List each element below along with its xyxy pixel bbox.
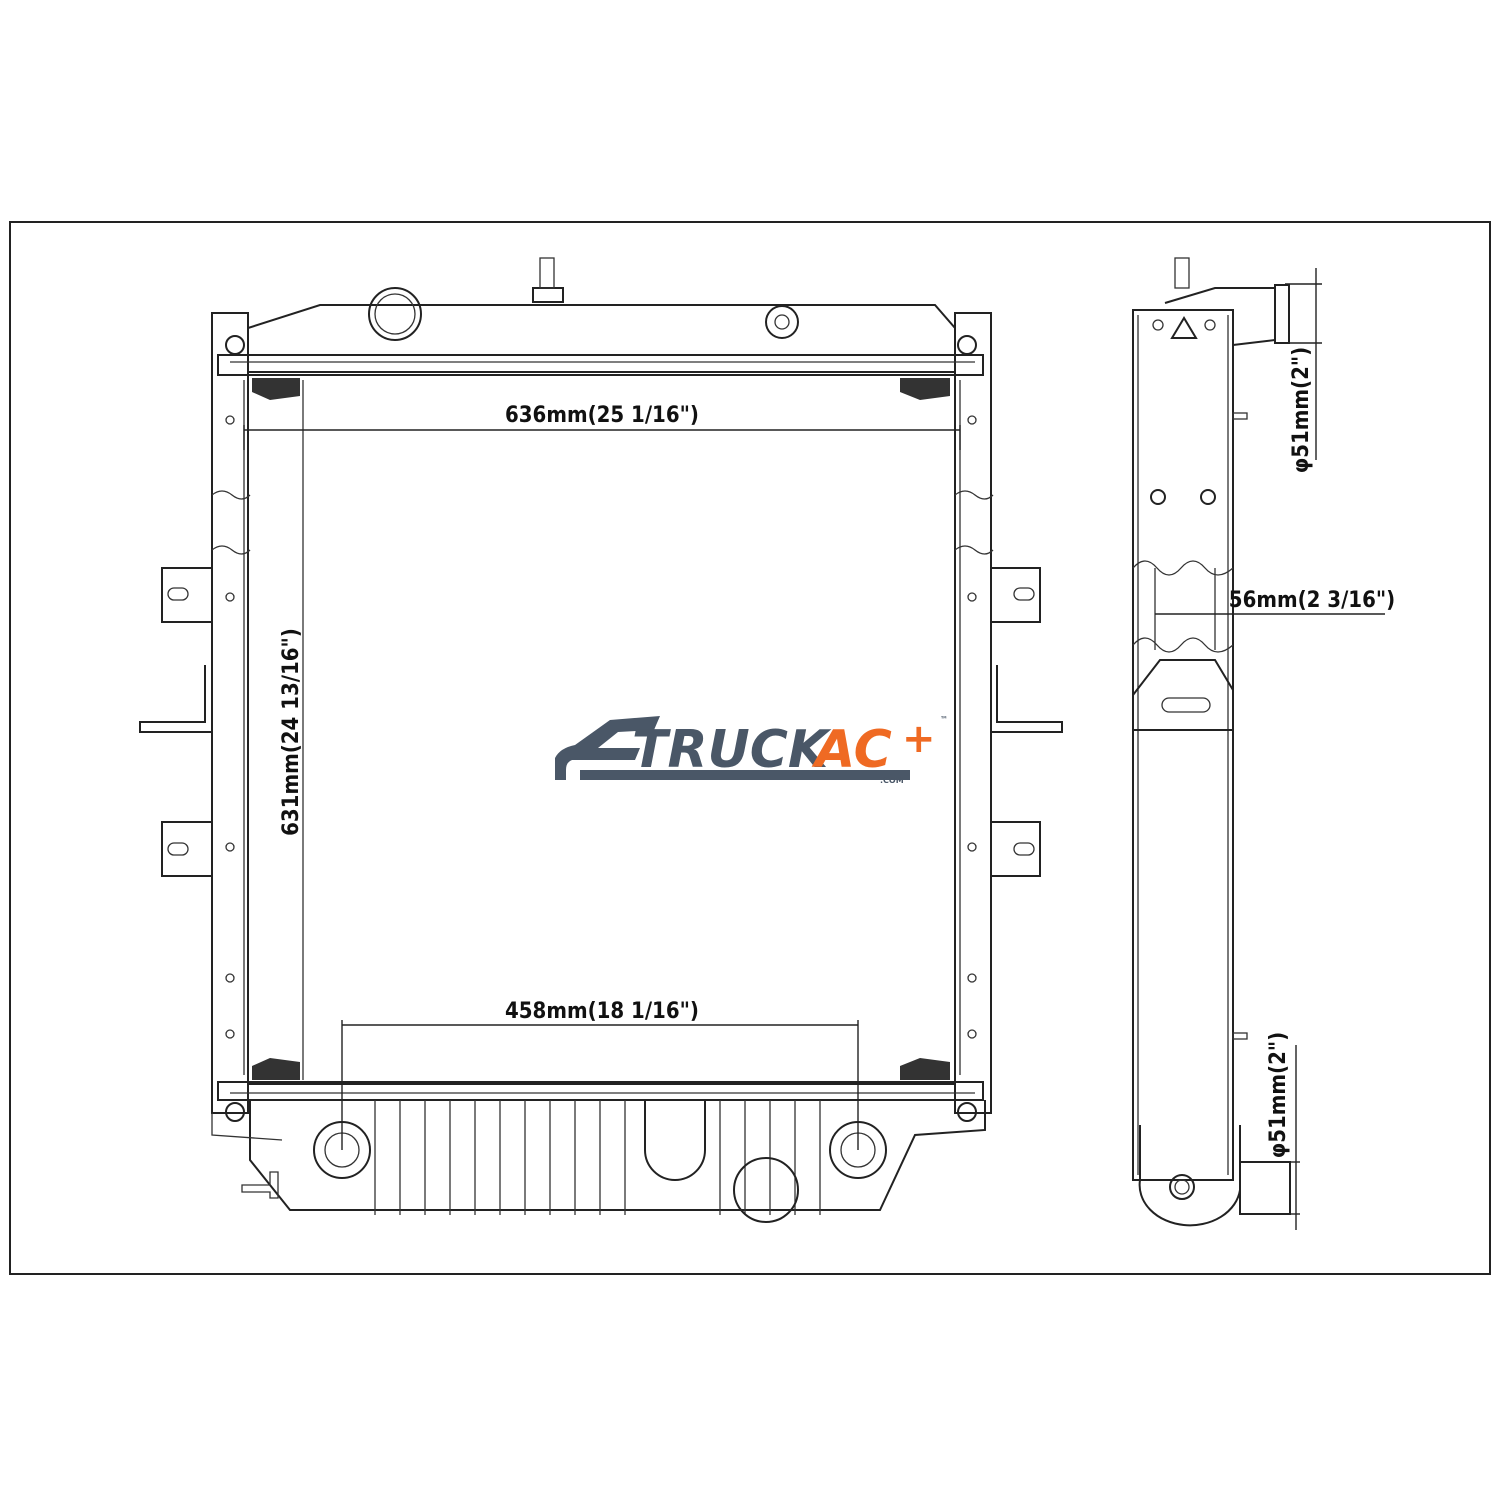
outlet-spacing-label: 458mm(18 1/16") (505, 999, 699, 1024)
logo-plus: + (902, 716, 936, 762)
filler-neck (368, 287, 422, 341)
dimension-core-height: 631mm(24 13/16") (279, 628, 304, 836)
logo-word-truck: TRUCK (632, 720, 832, 780)
front-view (139, 257, 1063, 1223)
dimension-core-width: 636mm(25 1/16") (243, 403, 961, 450)
side-view (1132, 257, 1291, 1227)
bottom-tank-ribs (374, 1100, 821, 1215)
logo-com: .COM (880, 776, 904, 785)
core-height-label: 631mm(24 13/16") (279, 628, 304, 836)
dimension-inlet-diameter: φ51mm(2") (1285, 268, 1322, 473)
logo-word-ac: AC (811, 720, 892, 780)
dimension-outlet-diameter: φ51mm(2") (1266, 1032, 1300, 1230)
truck-ac-logo: TRUCK AC + ™ .COM (555, 715, 948, 785)
dimension-outlet-spacing: 458mm(18 1/16") (341, 999, 859, 1150)
outlet-diameter-label: φ51mm(2") (1266, 1032, 1291, 1158)
drawing-frame (9, 221, 1491, 1275)
core-width-label: 636mm(25 1/16") (505, 403, 699, 428)
truck-silhouette-icon (555, 716, 660, 780)
logo-tm: ™ (940, 715, 948, 724)
dimension-core-thickness: 56mm(2 3/16") (1155, 588, 1395, 615)
core-thickness-label: 56mm(2 3/16") (1229, 588, 1395, 613)
inlet-diameter-label: φ51mm(2") (1289, 347, 1314, 473)
